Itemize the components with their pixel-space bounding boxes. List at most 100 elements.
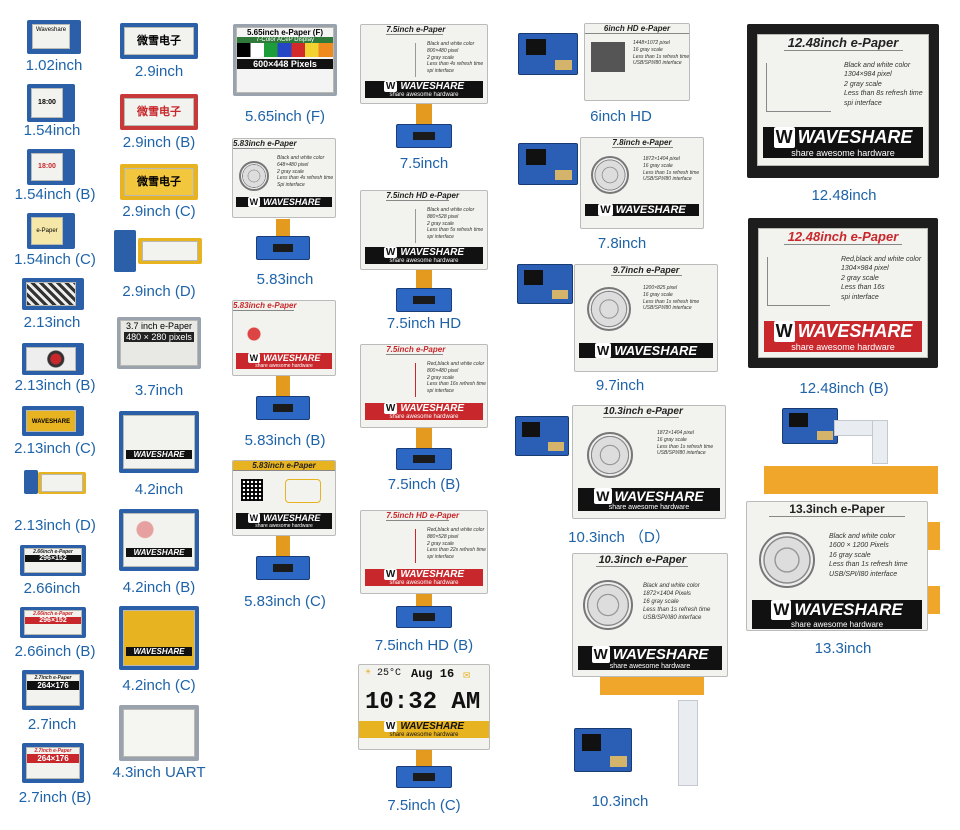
screen-text: 480 × 280 pixels — [124, 332, 194, 342]
brand-name: WAVESHARE — [797, 127, 913, 147]
epaper-module-image: 2.7inch e-Paper 264×176 — [22, 743, 84, 783]
epaper-module-image: 微雪电子 — [120, 23, 198, 59]
product-label[interactable]: 4.2inch (B) — [122, 579, 196, 596]
product-label[interactable]: 2.7inch (B) — [18, 789, 92, 806]
spec-line: 16 gray scale — [643, 599, 679, 606]
screen-title: 5.65inch e-Paper (F) — [246, 28, 324, 37]
product-label[interactable]: 5.83inch (B) — [244, 432, 326, 449]
product-label[interactable]: 2.13inch (D) — [14, 517, 96, 534]
product-label[interactable]: 10.3inch — [591, 793, 649, 810]
product-label[interactable]: 1.54inch (B) — [14, 186, 96, 203]
product-label[interactable]: 13.3inch — [814, 640, 872, 657]
spec-line: Red,black and white color — [841, 256, 922, 263]
spec-line: Black and white color — [829, 533, 896, 540]
product-label[interactable]: 2.66inch — [23, 580, 81, 597]
epaper-module-image: 2.66inch e-Paper 296×152 — [20, 545, 86, 576]
module-screen — [142, 241, 198, 261]
epaper-module-image: WAVESHARE — [22, 406, 84, 436]
spec-line: 1872×1404 pixel — [643, 156, 680, 162]
mail-icon: ✉ — [463, 668, 471, 682]
product-label[interactable]: 7.5inch HD (B) — [374, 637, 474, 654]
product-label[interactable]: 10.3inch （D） — [568, 529, 670, 546]
fpc-cable — [416, 428, 432, 448]
epaper-module-image: 7.5inch HD e-Paper Red,black and white c… — [360, 510, 488, 594]
product-label[interactable]: 7.5inch HD — [386, 315, 462, 332]
spec-line: Black and white color — [427, 41, 475, 47]
product-label[interactable]: 2.9inch — [134, 63, 184, 80]
module-screen: e-Paper — [31, 217, 63, 245]
it8951-driver-board — [518, 143, 578, 185]
spec-line: 2 gray scale — [427, 220, 454, 227]
product-label[interactable]: 6inch HD — [590, 108, 652, 125]
driver-hat-board — [256, 236, 310, 260]
brand-tagline: share awesome hardware — [791, 148, 895, 158]
screen-title: 10.3inch e-Paper — [596, 554, 689, 567]
spec-line: 880×528 pixel — [427, 533, 459, 540]
product-label[interactable]: 2.13inch (B) — [14, 377, 96, 394]
product-label[interactable]: 1.02inch — [25, 57, 83, 74]
product-label[interactable]: 2.13inch (C) — [14, 440, 96, 457]
product-label[interactable]: 2.7inch — [27, 716, 77, 733]
screen-text: 微雪电子 — [137, 35, 181, 47]
epaper-module-image: 7.5inch e-Paper Red,black and white colo… — [360, 344, 488, 428]
spec-line: Less than 1s refresh time — [643, 169, 700, 176]
product-label[interactable]: 7.8inch — [597, 235, 647, 252]
ribbon-cable — [678, 700, 698, 786]
product-label[interactable]: 5.65inch (F) — [244, 108, 326, 125]
screen-title: 5.83inch e-Paper — [233, 301, 297, 311]
product-label[interactable]: 12.48inch — [811, 187, 877, 204]
product-label[interactable]: 4.2inch — [134, 481, 184, 498]
spec-line: Less than 16s refresh time — [427, 381, 486, 388]
product-label[interactable]: 7.5inch (B) — [387, 476, 461, 493]
product-label[interactable]: 2.13inch — [23, 314, 81, 331]
product-label[interactable]: 5.83inch (C) — [244, 593, 326, 610]
product-label[interactable]: 7.5inch (C) — [387, 797, 461, 814]
spec-line: Less than 1s refresh time — [829, 561, 908, 569]
screen-title: 9.7inch e-Paper — [610, 265, 682, 276]
ribbon-cable — [872, 420, 888, 464]
product-label[interactable]: 9.7inch — [595, 377, 645, 394]
spec-line: 1872×1404 pixel — [657, 430, 694, 436]
product-label[interactable]: 2.9inch (C) — [122, 203, 196, 220]
brand-name: WAVESHARE — [614, 343, 698, 358]
spec-list: Black and white color 1872×1404 Pixels 1… — [639, 580, 714, 624]
product-label[interactable]: 7.5inch — [399, 155, 449, 172]
spec-line: Less than 4s refresh time — [277, 175, 334, 182]
product-label[interactable]: 4.2inch (C) — [122, 677, 196, 694]
driver-hat-board — [396, 124, 452, 148]
product-label[interactable]: 12.48inch (B) — [799, 380, 889, 397]
sun-icon: ☀ — [365, 668, 372, 679]
module-screen: 2.7inch e-Paper 264×176 — [26, 674, 80, 706]
product-label[interactable]: 3.7inch — [134, 382, 184, 399]
product-label[interactable]: 2.66inch (B) — [14, 643, 96, 660]
brand-tagline: share awesome hardware — [389, 732, 459, 738]
spec-line: Less than 1s refresh time — [633, 53, 690, 60]
product-label[interactable]: 4.3inch UART — [112, 764, 206, 781]
brand-tagline: share awesome hardware — [790, 620, 884, 629]
brand-name: WAVESHARE — [263, 353, 321, 363]
spec-list: Red,black and white color 800×480 pixel … — [423, 359, 487, 397]
waveshare-logo-icon: W — [383, 721, 398, 732]
epaper-module-image — [119, 705, 199, 761]
spec-line: spi interface — [427, 388, 454, 394]
product-label[interactable]: 1.54inch — [23, 122, 81, 139]
waveshare-logo-icon: W — [383, 403, 398, 414]
product-label[interactable]: 2.9inch (B) — [122, 134, 196, 151]
waveshare-logo-icon: W — [771, 600, 792, 620]
product-label[interactable]: 5.83inch — [256, 271, 314, 288]
screen-title: 7.8inch e-Paper — [611, 138, 673, 148]
spec-line: Red,black and white color — [427, 361, 485, 367]
fpc-cable — [276, 376, 290, 396]
product-label[interactable]: 1.54inch (C) — [14, 251, 96, 268]
product-label[interactable]: 2.9inch (D) — [122, 283, 196, 300]
screen-subtitle: 7-Color ACeP Display — [237, 37, 333, 43]
spec-line: 16 gray scale — [657, 436, 687, 443]
epaper-module-image: 10.3inch e-Paper Black and white color 1… — [572, 553, 728, 677]
screen-text: 600×448 Pixels — [237, 59, 333, 69]
flower-illustration — [583, 580, 633, 630]
